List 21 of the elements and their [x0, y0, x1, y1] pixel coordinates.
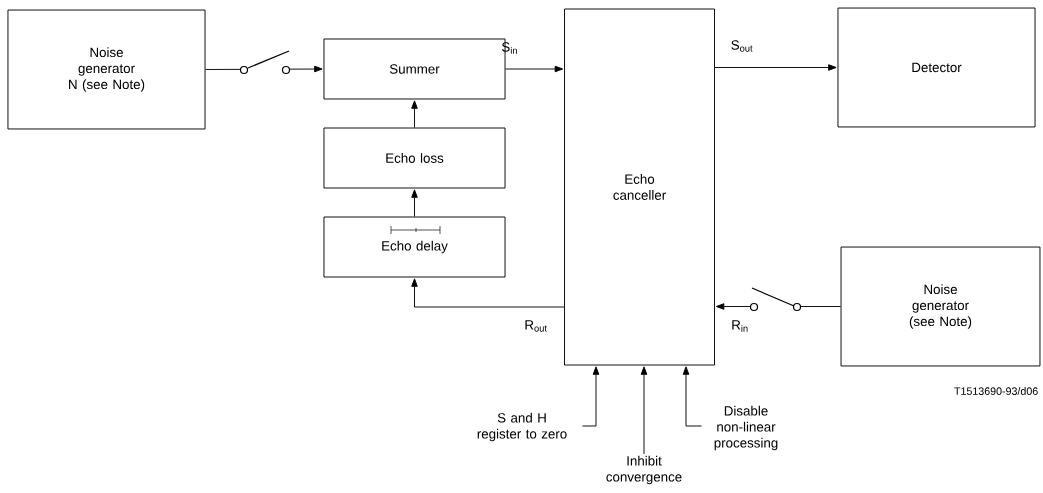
edge-label: R$_{out}$: [525, 320, 547, 332]
arrow: [411, 278, 565, 308]
edge-label: R$_{in}$: [732, 320, 748, 332]
arrow: [714, 64, 837, 71]
arrow: [682, 366, 702, 427]
edge-label: S$_{out}$: [731, 40, 753, 52]
process-box: Echo canceller: [564, 8, 715, 366]
arrow: [582, 366, 600, 427]
arrow: [505, 65, 564, 73]
process-box: Echo delay: [323, 216, 506, 278]
arrow: [411, 189, 418, 217]
input-label: Inhibit convergence: [606, 455, 682, 485]
input-label: Disable non-linear processing: [714, 405, 778, 451]
input-label: S and H register to zero: [477, 412, 567, 442]
process-box: Noise generator (see Note): [840, 246, 1041, 367]
process-box: Noise generator N (see Note): [7, 9, 206, 130]
process-box: Detector: [837, 7, 1036, 128]
arrow: [411, 100, 418, 128]
arrow: [640, 366, 648, 455]
figure-code: T1513690-93/d06: [954, 387, 1038, 395]
process-box: Echo loss: [323, 127, 506, 189]
